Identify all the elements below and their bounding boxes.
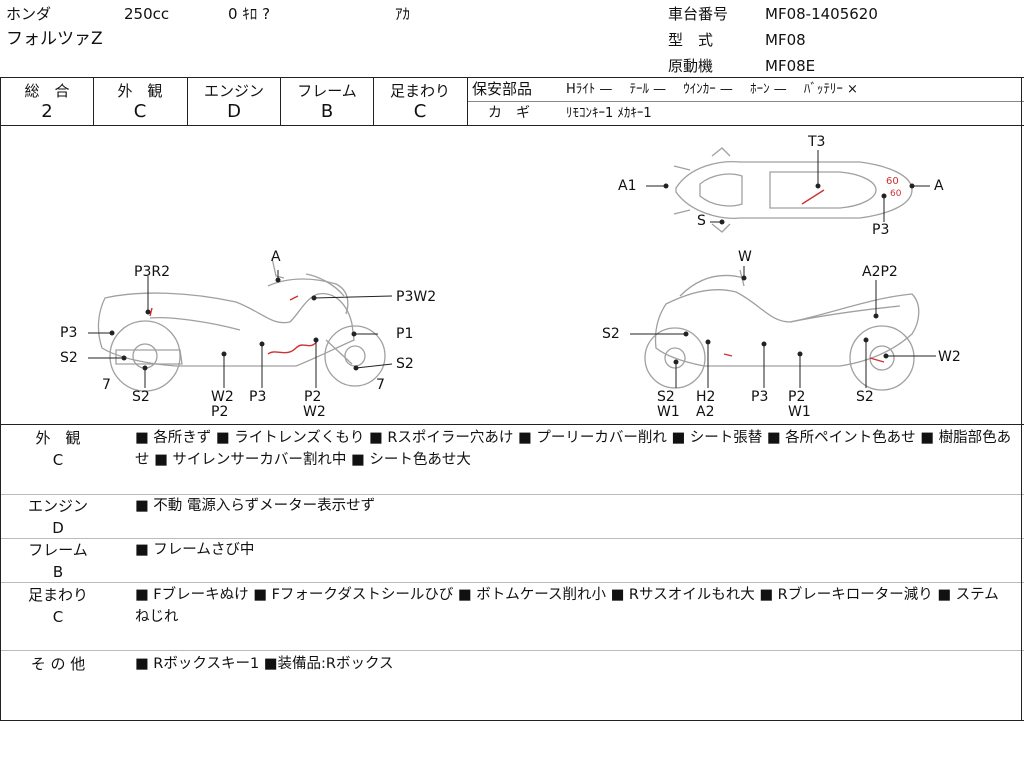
- label-left-w2: W2: [211, 389, 234, 405]
- grade-label-overall: 総 合: [24, 82, 70, 100]
- label-left-s2-front: S2: [60, 350, 78, 366]
- model-name: フォルツァZ: [6, 29, 103, 49]
- grade-label-suspension: 足まわり: [389, 82, 450, 100]
- label-top-p3: P3: [872, 222, 890, 238]
- grade-value-frame: B: [320, 101, 334, 122]
- label-left-w2-bottom: W2: [303, 404, 326, 420]
- label-left-s2-bottom: S2: [132, 389, 150, 405]
- label-right-a2: A2: [696, 404, 715, 420]
- engine-model: MF08E: [765, 57, 816, 75]
- grade-label-engine: エンジン: [203, 82, 264, 100]
- label-top-t3: T3: [808, 134, 826, 150]
- note-text-frame: ■ フレームさび中: [135, 542, 255, 558]
- label-right-a2p2: A2P2: [862, 264, 898, 280]
- model-type: MF08: [765, 31, 806, 49]
- displacement: 250cc: [124, 5, 170, 23]
- label-right-s2-rear: S2: [856, 389, 874, 405]
- color: ｱｶ: [395, 5, 411, 23]
- safety-parts-items: Hﾗｲﾄ — ﾃｰﾙ — ｳｲﾝｶｰ — ﾎｰﾝ — ﾊﾞｯﾃﾘｰ ×: [566, 82, 858, 97]
- grade-label-exterior: 外 観: [117, 82, 163, 100]
- label-right-h2: H2: [696, 389, 716, 405]
- engine-label: 原動機: [668, 57, 714, 75]
- top-mark-60-a: 60: [886, 176, 899, 187]
- key-label: カ ギ: [488, 105, 530, 121]
- label-left-p3r2: P3R2: [134, 264, 170, 280]
- label-right-s2: S2: [602, 326, 620, 342]
- label-left-a: A: [271, 249, 281, 265]
- label-left-p2: P2: [211, 404, 229, 420]
- label-right-w2: W2: [938, 349, 961, 365]
- scooter-right-view: [644, 269, 920, 391]
- damage-marks: 60 60: [149, 176, 902, 363]
- note-category-other: そ の 他: [30, 655, 86, 673]
- label-left-p1: P1: [396, 326, 414, 342]
- note-text-suspension: ■ Fブレーキぬけ ■ Fフォークダストシールひび ■ ボトムケース削れ小 ■ …: [135, 587, 999, 625]
- safety-parts-label: 保安部品: [472, 80, 533, 98]
- grade-value-engine: D: [227, 101, 241, 122]
- label-right-s2-bottom: S2: [657, 389, 675, 405]
- grade-value-overall: 2: [41, 101, 53, 122]
- note-text-other: ■ Rボックスキー1 ■装備品:Rボックス: [135, 656, 394, 672]
- label-top-s: S: [697, 213, 706, 229]
- note-text-exterior: ■ 各所きず ■ ライトレンズくもり ■ Rスポイラー穴あけ ■ プーリーカバー…: [135, 430, 1012, 468]
- top-mark-60-b: 60: [890, 189, 902, 199]
- label-left-7-rear: 7: [376, 377, 385, 393]
- label-right-w1: W1: [657, 404, 680, 420]
- scooter-top-view: [673, 147, 913, 233]
- grade-value-suspension: C: [413, 101, 427, 122]
- label-right-w: W: [738, 249, 752, 265]
- label-top-a1: A1: [618, 178, 637, 194]
- label-left-s2-rear: S2: [396, 356, 414, 372]
- label-left-7-front: 7: [102, 377, 111, 393]
- leader-lines: [88, 150, 936, 388]
- key-value: ﾘﾓｺﾝｷｰ1 ﾒｶｷｰ1: [566, 106, 652, 121]
- grade-label-frame: フレーム: [297, 82, 357, 100]
- label-right-p2: P2: [788, 389, 806, 405]
- grade-value-exterior: C: [133, 101, 147, 122]
- label-top-a: A: [934, 178, 944, 194]
- damage-diagram: 60 60: [88, 147, 936, 392]
- mileage: 0 ｷﾛ ?: [228, 5, 271, 23]
- label-left-p3w2: P3W2: [396, 289, 437, 305]
- label-right-p3: P3: [751, 389, 769, 405]
- maker: ホンダ: [6, 5, 52, 23]
- label-left-p3: P3: [60, 325, 78, 341]
- note-text-engine: ■ 不動 電源入らずメーター表示せず: [135, 498, 376, 514]
- model-type-label: 型 式: [668, 31, 714, 49]
- frame-number-label: 車台番号: [668, 5, 729, 23]
- frame-number: MF08-1405620: [765, 5, 878, 23]
- scooter-left-view: [97, 257, 386, 392]
- label-right-w1-bottom: W1: [788, 404, 811, 420]
- label-left-p3-bottom: P3: [249, 389, 267, 405]
- label-left-p2-bottom: P2: [304, 389, 322, 405]
